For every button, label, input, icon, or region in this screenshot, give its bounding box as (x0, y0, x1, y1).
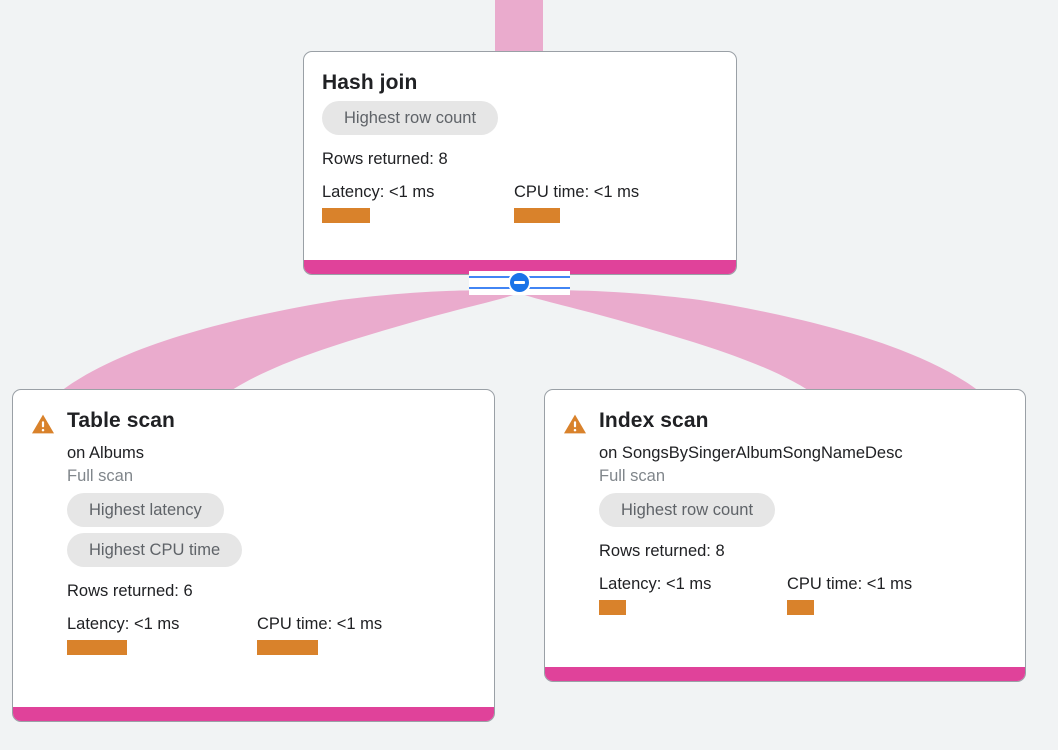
metric-cpu-time-label: CPU time: <1 ms (257, 615, 383, 633)
metric-latency: Latency: <1 ms (599, 574, 787, 615)
metrics-row: Latency: <1 ms CPU time: <1 ms (599, 574, 1007, 615)
node-index-scan[interactable]: Index scan on SongsBySingerAlbumSongName… (544, 389, 1026, 682)
node-table-scan-body: Table scan on Albums Full scan Highest l… (13, 390, 494, 721)
node-title: Index scan (599, 409, 709, 432)
rows-returned: Rows returned: 8 (322, 150, 448, 168)
metric-cpu-time: CPU time: <1 ms (787, 574, 912, 615)
node-scan-type: Full scan (599, 467, 666, 485)
metric-cpu-time-label: CPU time: <1 ms (787, 575, 913, 593)
chip-row: Highest latency Highest CPU time (67, 493, 476, 573)
node-accent-bar (545, 667, 1025, 681)
metric-latency-bar (322, 208, 370, 223)
minus-circle-icon[interactable] (508, 270, 531, 294)
metrics-row: Latency: <1 ms CPU time: <1 ms (67, 614, 476, 655)
metric-cpu-time-bar (514, 208, 560, 223)
chip-highest-latency[interactable]: Highest latency (67, 493, 224, 527)
node-title: Hash join (322, 71, 418, 94)
edge-hash-join-to-table-scan (60, 290, 519, 392)
chip-highest-row-count[interactable]: Highest row count (599, 493, 776, 527)
node-subtitle: on SongsBySingerAlbumSongNameDesc (599, 444, 903, 462)
node-table-scan-header: Table scan on Albums Full scan Highest l… (31, 408, 476, 655)
metric-latency: Latency: <1 ms (322, 182, 514, 223)
node-table-scan-text: Table scan on Albums Full scan Highest l… (67, 408, 476, 655)
node-scan-type: Full scan (67, 467, 134, 485)
chip-highest-cpu-time[interactable]: Highest CPU time (67, 533, 243, 567)
node-table-scan[interactable]: Table scan on Albums Full scan Highest l… (12, 389, 495, 722)
metric-latency: Latency: <1 ms (67, 614, 257, 655)
node-hash-join-text: Hash join Highest row count Rows returne… (322, 70, 718, 223)
node-hash-join-header: Hash join Highest row count Rows returne… (322, 70, 718, 223)
node-index-scan-text: Index scan on SongsBySingerAlbumSongName… (599, 408, 1007, 615)
node-accent-bar (13, 707, 494, 721)
rows-returned: Rows returned: 6 (67, 582, 193, 600)
node-accent-bar (304, 260, 736, 274)
metric-latency-label: Latency: <1 ms (599, 575, 712, 593)
edge-hash-join-to-index-scan (519, 290, 980, 392)
warning-triangle-icon (31, 413, 55, 435)
node-index-scan-header: Index scan on SongsBySingerAlbumSongName… (563, 408, 1007, 615)
metric-cpu-time: CPU time: <1 ms (257, 614, 382, 655)
node-hash-join[interactable]: Hash join Highest row count Rows returne… (303, 51, 737, 275)
node-title: Table scan (67, 409, 175, 432)
metric-cpu-time-label: CPU time: <1 ms (514, 183, 640, 201)
metric-cpu-time-bar (257, 640, 318, 655)
chip-highest-row-count[interactable]: Highest row count (322, 101, 499, 135)
warning-triangle-icon (563, 413, 587, 435)
metrics-row: Latency: <1 ms CPU time: <1 ms (322, 182, 718, 223)
collapse-control[interactable] (469, 270, 570, 295)
rows-returned: Rows returned: 8 (599, 542, 725, 560)
edge-into-hash-join (495, 0, 543, 52)
metric-latency-label: Latency: <1 ms (67, 615, 180, 633)
metric-latency-bar (599, 600, 626, 615)
chip-row: Highest row count (599, 493, 1007, 533)
metric-latency-bar (67, 640, 127, 655)
metric-cpu-time: CPU time: <1 ms (514, 182, 639, 223)
metric-cpu-time-bar (787, 600, 814, 615)
node-subtitle: on Albums (67, 444, 145, 462)
node-hash-join-body: Hash join Highest row count Rows returne… (304, 52, 736, 274)
chip-row: Highest row count (322, 101, 718, 141)
metric-latency-label: Latency: <1 ms (322, 183, 435, 201)
node-index-scan-body: Index scan on SongsBySingerAlbumSongName… (545, 390, 1025, 681)
